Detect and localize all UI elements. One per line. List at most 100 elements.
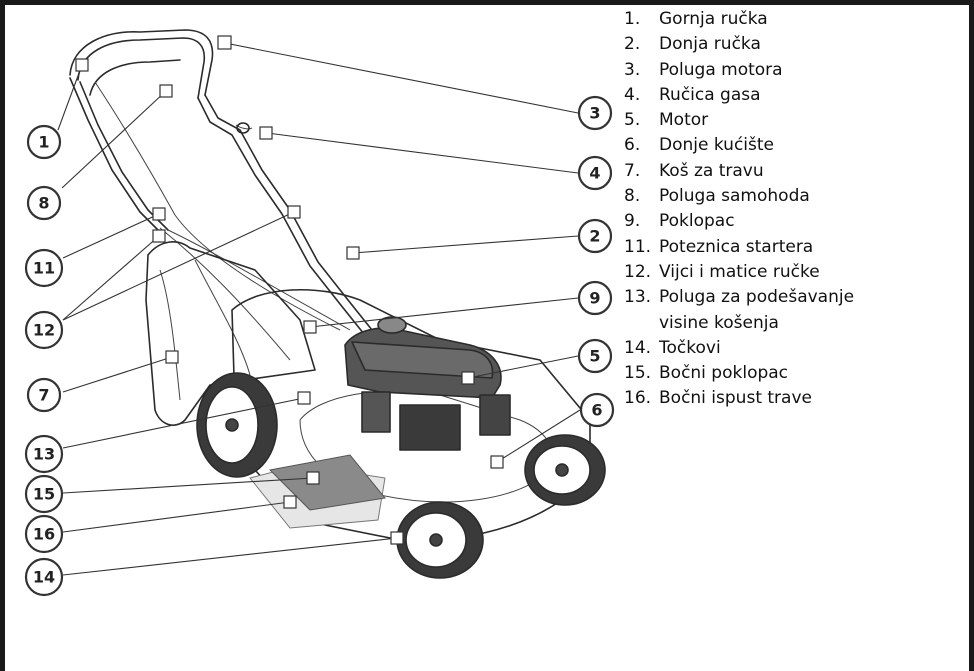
- marker-6: [490, 455, 504, 469]
- callouts: 1 8 11 12 7 13 15 16 14 3 4 2 9 5 6: [24, 95, 615, 597]
- callout-4-label: 4: [589, 164, 600, 183]
- marker-16: [283, 495, 297, 509]
- legend-item: 6. Donje kućište: [624, 133, 854, 158]
- legend-item: 14. Točkovi: [624, 336, 854, 361]
- legend-item: 16. Bočni ispust trave: [624, 386, 854, 411]
- callout-5: 5: [577, 338, 613, 374]
- legend-item: 3.Poluga motora: [624, 58, 854, 83]
- legend-text: visine košenja: [659, 312, 779, 333]
- legend-number: 16.: [624, 388, 652, 409]
- lawn-mower-illustration: [69, 29, 606, 579]
- marker-15: [306, 471, 320, 485]
- legend-text: Bočni ispust trave: [659, 388, 812, 409]
- legend-item: 7. Koš za travu: [624, 159, 854, 184]
- marker-12a: [152, 229, 166, 243]
- legend-number: 8.: [624, 186, 641, 207]
- marker-3: [217, 35, 232, 50]
- callout-2: 2: [577, 218, 613, 254]
- leader-12a: [62, 235, 160, 321]
- legend-text: Poluga samohoda: [659, 186, 810, 207]
- legend-number: 4.: [624, 84, 641, 105]
- legend-text: Bočni poklopac: [659, 363, 789, 384]
- legend-number: 3.: [624, 59, 641, 80]
- callout-1-label: 1: [38, 133, 49, 152]
- legend-item: 12. Vijci i matice ručke: [624, 260, 854, 285]
- callout-3: 3: [577, 95, 613, 131]
- callout-9-label: 9: [589, 289, 600, 308]
- legend-text: Poteznica startera: [659, 236, 814, 257]
- parts-legend: 1. Gornja ručka 2. Donja ručka 3.Poluga mo…: [624, 7, 854, 412]
- marker-11: [152, 207, 166, 221]
- leader-4: [266, 132, 579, 174]
- marker-1: [75, 58, 89, 72]
- legend-text: Koš za travu: [659, 160, 764, 181]
- legend-text: Vijci i matice ručke: [659, 261, 820, 282]
- legend-text: Poluga za podešavanje: [659, 287, 855, 308]
- legend-number: 7.: [624, 160, 641, 181]
- legend-text: Ručica gasa: [659, 84, 761, 105]
- marker-8: [159, 84, 173, 98]
- part-markers: [75, 35, 504, 545]
- leader-8: [61, 90, 167, 189]
- callout-4: 4: [577, 155, 613, 191]
- callout-13: 13: [24, 434, 64, 474]
- legend-number: 9.: [624, 211, 641, 232]
- callout-14-label: 14: [33, 568, 55, 587]
- callout-11: 11: [24, 248, 64, 288]
- legend-item: 15.Bočni poklopac: [624, 361, 854, 386]
- legend-item: 8. Poluga samohoda: [624, 184, 854, 209]
- leader-13: [62, 397, 305, 449]
- legend-item-continuation: visine košenja: [624, 311, 854, 336]
- legend-text: Gornja ručka: [659, 9, 768, 29]
- legend-text: Donja ručka: [659, 34, 761, 55]
- legend-item: 13. Poluga za podešavanje: [624, 285, 854, 310]
- callout-13-label: 13: [33, 445, 55, 464]
- legend-number: 6.: [624, 135, 641, 156]
- legend-number: 12.: [624, 261, 652, 282]
- callout-7-label: 7: [38, 386, 49, 405]
- marker-12b: [287, 205, 301, 219]
- legend-number: 1.: [624, 9, 641, 29]
- legend-text: Donje kućište: [659, 135, 774, 156]
- legend-number: 2.: [624, 34, 641, 55]
- marker-13: [297, 391, 311, 405]
- legend-number: 11.: [624, 236, 652, 257]
- marker-7: [165, 350, 179, 364]
- legend-text: Točkovi: [659, 337, 721, 358]
- legend-item: 4. Ručica gasa: [624, 83, 854, 108]
- callout-11-label: 11: [33, 259, 55, 278]
- leader-14: [62, 537, 398, 576]
- callout-8-label: 8: [38, 194, 49, 213]
- leader-6: [496, 409, 581, 463]
- callout-9: 9: [577, 280, 613, 316]
- legend-number: 5.: [624, 110, 641, 131]
- callout-7: 7: [26, 377, 62, 413]
- legend-item: 1. Gornja ručka: [624, 7, 854, 32]
- callout-6-label: 6: [591, 401, 602, 420]
- marker-2: [346, 246, 360, 260]
- leader-11: [62, 213, 160, 259]
- marker-9: [303, 320, 317, 334]
- legend-item: 2. Donja ručka: [624, 32, 854, 57]
- marker-4: [259, 126, 273, 140]
- legend-item: 11. Poteznica startera: [624, 235, 854, 260]
- callout-3-label: 3: [589, 104, 600, 123]
- callout-16-label: 16: [33, 525, 55, 544]
- legend-number: 13.: [624, 287, 652, 308]
- legend-item: 9. Poklopac: [624, 209, 854, 234]
- leader-15: [62, 477, 314, 494]
- legend-text: Poklopac: [659, 211, 735, 232]
- marker-5: [461, 371, 475, 385]
- callout-2-label: 2: [589, 227, 600, 246]
- callout-15: 15: [24, 474, 64, 514]
- callout-1: 1: [26, 124, 62, 160]
- callout-5-label: 5: [589, 347, 600, 366]
- leader-7: [62, 356, 173, 393]
- leader-lines: [57, 42, 581, 576]
- leader-3: [224, 42, 579, 114]
- callout-12-label: 12: [33, 321, 55, 340]
- legend-number: 14.: [624, 337, 652, 358]
- leader-9: [309, 297, 579, 328]
- callout-16: 16: [24, 514, 64, 554]
